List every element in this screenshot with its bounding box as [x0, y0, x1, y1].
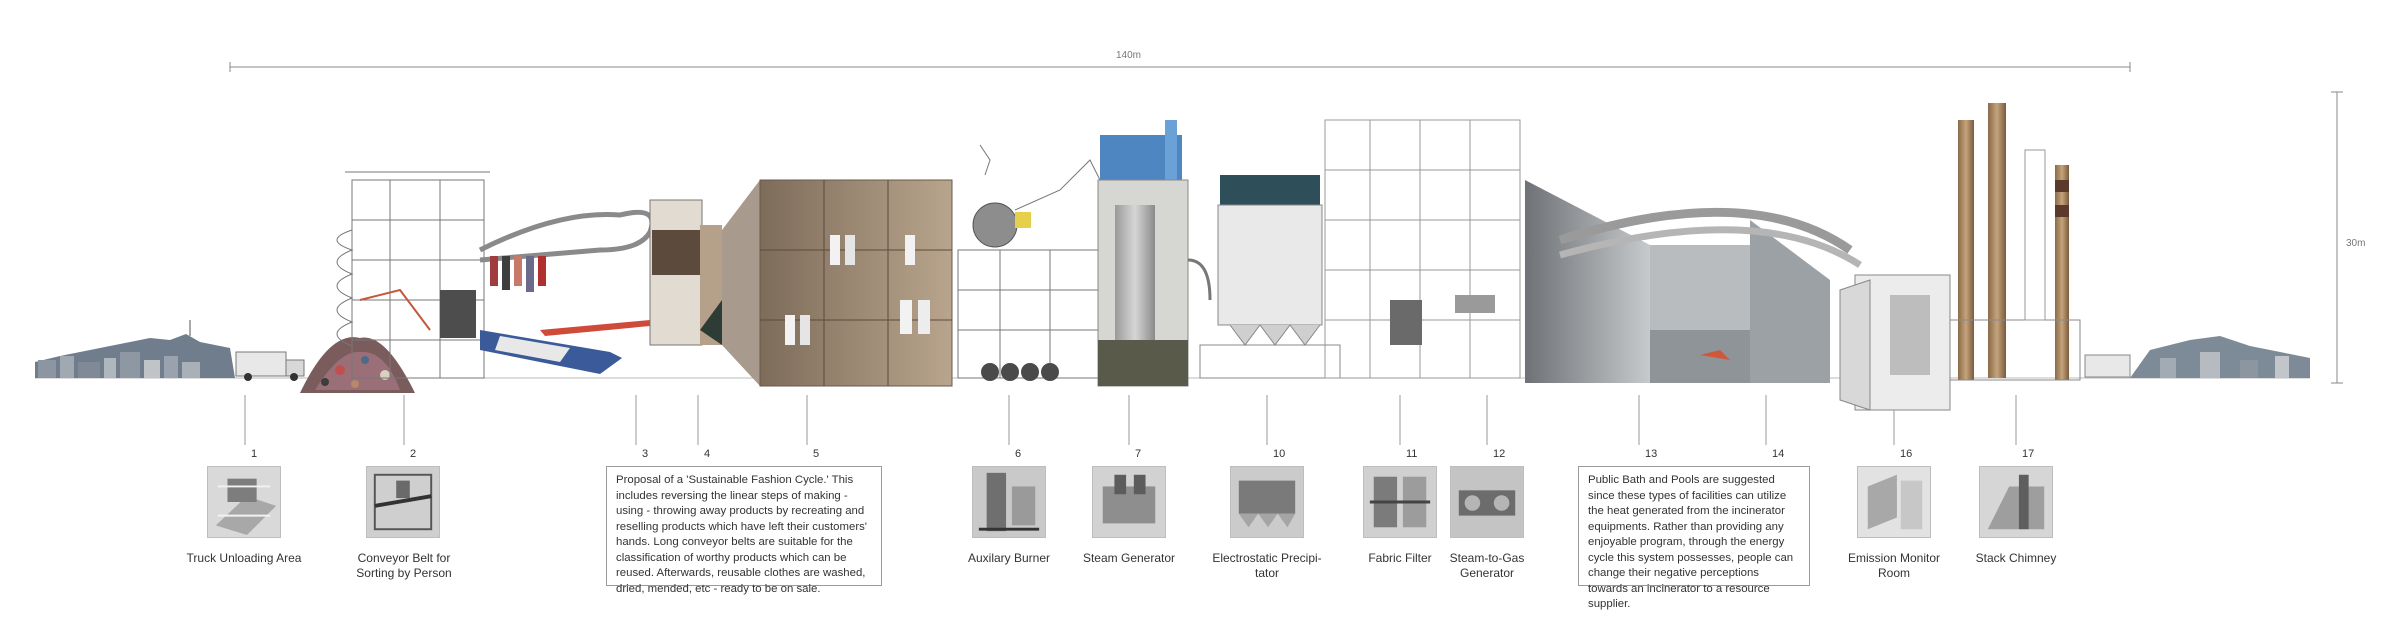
caption-emission-monitor-room: Emission Monitor Room — [1847, 551, 1941, 580]
hanging-clothes-conveyor — [478, 209, 655, 374]
clothes-wardrobe — [722, 179, 953, 387]
station-number-1: 1 — [251, 448, 258, 460]
fashion-cycle-note: Proposal of a 'Sustainable Fashion Cycle… — [606, 466, 882, 595]
burner-icon — [972, 466, 1046, 538]
caption-steam-generator: Steam Generator — [1082, 551, 1176, 565]
station-number-7: 7 — [1135, 448, 1142, 460]
auxiliary-burner-plant — [957, 144, 1111, 381]
height-dimension-label: 30m — [2346, 238, 2366, 249]
monitor-room-icon — [1857, 466, 1931, 538]
chimney-icon — [1979, 466, 2053, 538]
gas-generator-icon — [1450, 466, 1524, 538]
stack-chimneys — [1949, 103, 2081, 381]
filter-icon — [1363, 466, 1437, 538]
truck-unloading-icon — [207, 466, 281, 538]
caption-stack-chimney: Stack Chimney — [1975, 551, 2057, 565]
height-dimension-line — [2331, 91, 2343, 384]
caption-steam-to-gas-generator: Steam-to-Gas Generator — [1449, 551, 1525, 580]
public-bath-hall — [1525, 180, 1862, 383]
station-number-3: 3 — [642, 448, 649, 460]
caption-electrostatic-precipitator: Electrostatic Precipi-tator — [1212, 551, 1322, 580]
right-city-skyline — [2084, 336, 2310, 378]
station-number-6: 6 — [1015, 448, 1022, 460]
station-number-5: 5 — [813, 448, 820, 460]
caption-fabric-filter: Fabric Filter — [1368, 551, 1432, 565]
caption-conveyor-belt: Conveyor Belt for Sorting by Person — [356, 551, 452, 580]
station-number-14: 14 — [1772, 448, 1785, 460]
sorting-tower — [336, 171, 490, 379]
width-dimension-line — [229, 62, 2131, 72]
left-city-skyline — [35, 320, 235, 378]
steam-generator-plant — [1097, 120, 1212, 387]
emission-monitor-room — [1839, 274, 1951, 411]
station-number-4: 4 — [704, 448, 711, 460]
clothes-heap — [300, 337, 415, 393]
station-number-2: 2 — [410, 448, 417, 460]
storage-room — [649, 199, 722, 346]
caption-truck-unloading: Truck Unloading Area — [186, 551, 302, 565]
garbage-truck — [235, 351, 305, 381]
station-number-10: 10 — [1273, 448, 1286, 460]
public-bath-note: Public Bath and Pools are suggested sinc… — [1578, 466, 1810, 610]
steam-generator-icon — [1092, 466, 1166, 538]
electrostatic-precipitator-plant — [1199, 175, 1341, 379]
fabric-filter-plant — [1324, 119, 1521, 379]
station-number-13: 13 — [1645, 448, 1658, 460]
width-dimension-label: 140m — [1116, 50, 1142, 61]
caption-auxilary-burner: Auxilary Burner — [967, 551, 1051, 565]
station-number-16: 16 — [1900, 448, 1913, 460]
leader-lines — [244, 395, 2017, 445]
station-number-17: 17 — [2022, 448, 2035, 460]
station-number-11: 11 — [1406, 448, 1418, 460]
conveyor-icon — [366, 466, 440, 538]
station-number-12: 12 — [1493, 448, 1506, 460]
precipitator-icon — [1230, 466, 1304, 538]
